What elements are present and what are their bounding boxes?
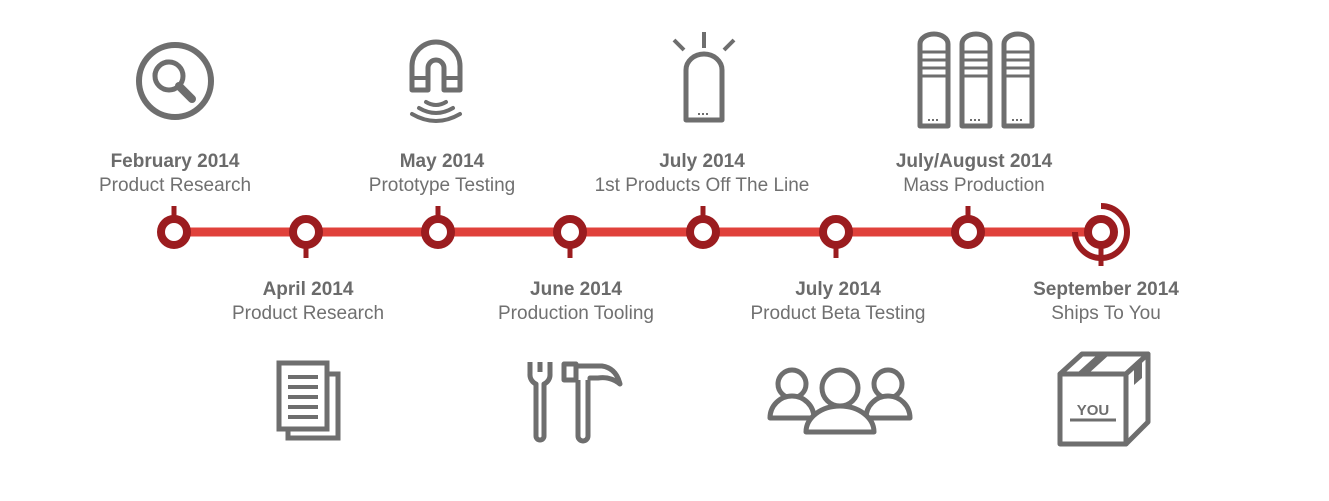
milestone-label-1: February 2014 Product Research	[45, 150, 305, 198]
timeline-node-1	[157, 206, 191, 249]
timeline-node-5	[686, 206, 720, 249]
magnifier-icon	[134, 40, 216, 122]
milestone-title: Product Beta Testing	[750, 303, 926, 324]
milestone-date: July 2014	[659, 151, 745, 172]
milestone-label-7: July/August 2014 Mass Production	[844, 150, 1104, 198]
device-icon	[668, 30, 740, 126]
milestone-title: Prototype Testing	[368, 175, 516, 196]
milestone-title: Mass Production	[903, 175, 1045, 196]
box-icon: YOU	[1054, 350, 1154, 448]
timeline-node-6	[819, 215, 853, 258]
milestone-date: June 2014	[530, 279, 622, 300]
timeline-node-4	[553, 215, 587, 258]
timeline-node-2	[289, 215, 323, 258]
milestone-date: September 2014	[1033, 279, 1179, 300]
people-icon	[766, 366, 914, 436]
milestone-label-4: June 2014 Production Tooling	[446, 278, 706, 326]
milestone-title: Ships To You	[1051, 303, 1161, 324]
milestone-title: Production Tooling	[498, 303, 654, 324]
timeline-node-8	[1072, 203, 1130, 266]
milestone-date: February 2014	[110, 151, 240, 172]
milestone-title: Product Research	[98, 175, 252, 196]
milestone-date: July 2014	[795, 279, 881, 300]
timeline-node-3	[421, 206, 455, 249]
milestone-title: Product Research	[231, 303, 385, 324]
timeline-node-7	[951, 206, 985, 249]
box-label: YOU	[1077, 402, 1110, 419]
milestone-title: 1st Products Off The Line	[594, 175, 810, 196]
milestone-label-3: May 2014 Prototype Testing	[312, 150, 572, 198]
milestone-label-2: April 2014 Product Research	[178, 278, 438, 326]
milestone-label-6: July 2014 Product Beta Testing	[708, 278, 968, 326]
milestone-label-5: July 2014 1st Products Off The Line	[572, 150, 832, 198]
document-icon	[276, 360, 342, 442]
devices-icon	[916, 30, 1036, 130]
milestone-date: April 2014	[262, 279, 354, 300]
milestone-date: July/August 2014	[895, 151, 1053, 172]
milestone-label-8: September 2014 Ships To You	[976, 278, 1236, 326]
milestone-date: May 2014	[399, 151, 485, 172]
magnet-icon	[406, 38, 466, 124]
tools-icon	[526, 358, 624, 444]
